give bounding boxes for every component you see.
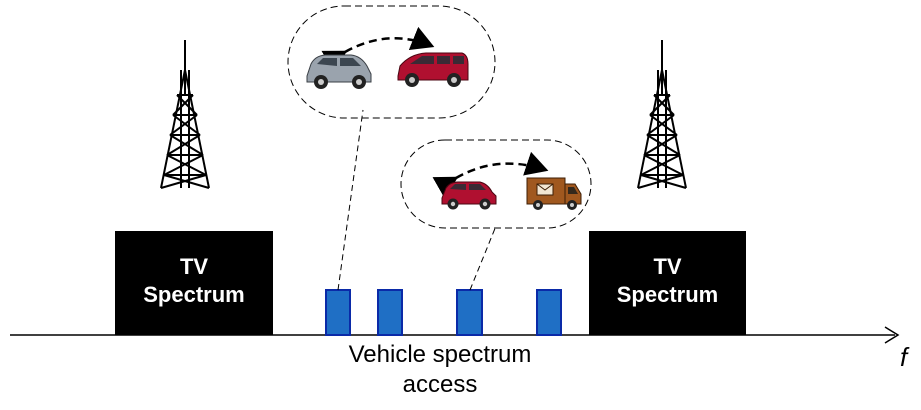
caption-line2: access [402, 371, 478, 398]
tower-icon [160, 40, 210, 189]
suv-icon [441, 181, 497, 210]
link-arrow [432, 151, 549, 199]
vehicle-channel-3 [456, 289, 483, 336]
tv-label-line2: Spectrum [143, 282, 245, 307]
vehicle-channels [325, 289, 562, 336]
tower-icon [637, 40, 687, 189]
vehicle-spectrum-caption: Vehicle spectrum access [310, 340, 570, 400]
tv-label-line1: TV [179, 254, 209, 279]
v2v-bubble-bottom [400, 139, 592, 229]
tv-label-line2: Spectrum [616, 282, 719, 307]
tv-label-line1: TV [653, 254, 682, 279]
frequency-axis-label: f [900, 342, 908, 372]
tv-spectrum-block-right [589, 231, 746, 335]
caption-line1: Vehicle spectrum [348, 341, 532, 368]
vehicle-channel-4 [536, 289, 562, 336]
connector-line [469, 225, 497, 291]
vehicle-channel-1 [325, 289, 351, 336]
tv-spectrum-label-right: TV Spectrum [589, 253, 746, 309]
car-icon [306, 54, 372, 89]
minivan-icon [397, 52, 469, 87]
connector-line [337, 109, 364, 291]
delivery-truck-icon [526, 177, 582, 210]
tv-spectrum-block-left [115, 231, 273, 335]
v2v-bubble-top [287, 5, 496, 119]
link-arrow [321, 26, 435, 73]
vehicle-channel-2 [377, 289, 403, 336]
tv-spectrum-label-left: TV Spectrum [115, 253, 273, 309]
